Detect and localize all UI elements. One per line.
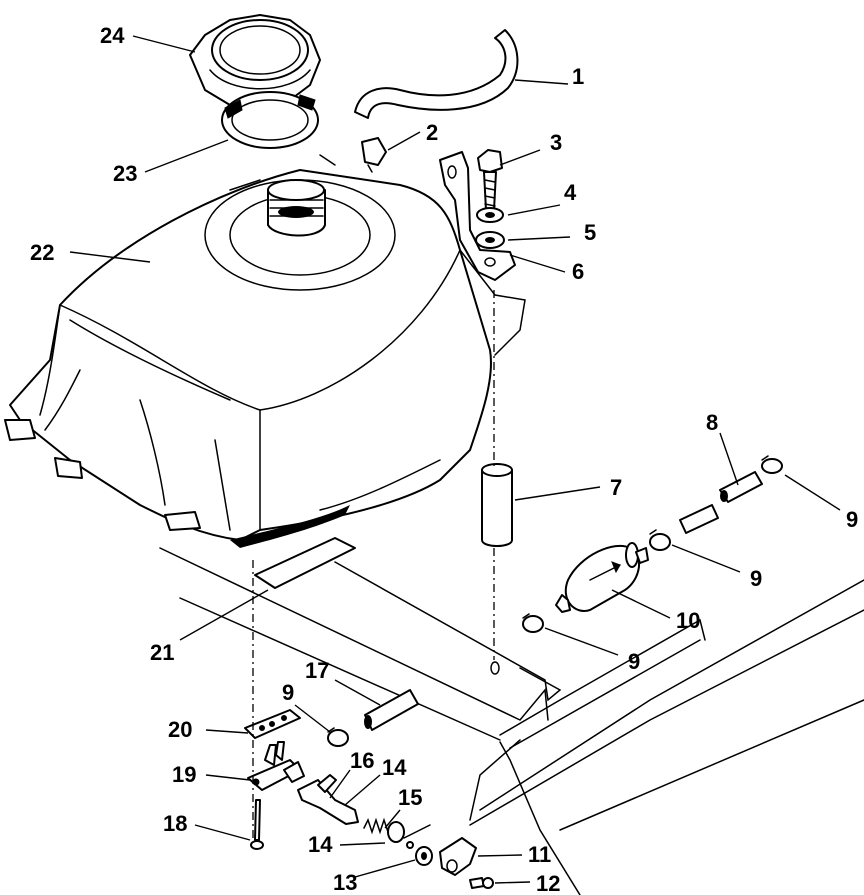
valve-washer (406, 841, 433, 866)
fuel-line-lower (364, 689, 419, 731)
callout-9-valve: 9 (282, 680, 294, 705)
fuel-tank (4, 154, 526, 548)
fuel-line-upper (679, 471, 763, 534)
callout-10: 10 (676, 608, 700, 633)
leader-lines (69, 35, 841, 884)
valve-knob (439, 837, 477, 876)
frame-rail (159, 547, 864, 895)
heat-shield-pad (254, 537, 356, 589)
valve-lever (297, 774, 359, 825)
callout-7: 7 (610, 475, 622, 500)
callout-13: 13 (333, 870, 357, 895)
vent-fitting (361, 137, 387, 173)
callout-11: 11 (528, 842, 551, 867)
callout-12: 12 (536, 871, 560, 895)
callout-24: 24 (100, 23, 125, 48)
callout-23: 23 (113, 161, 137, 186)
valve-spring (363, 817, 389, 835)
callout-8: 8 (706, 410, 718, 435)
lock-washer (476, 207, 504, 223)
cap-gasket (221, 91, 319, 149)
hose-clamp (761, 455, 783, 474)
fuel-filter (555, 542, 649, 613)
callout-18: 18 (163, 811, 187, 836)
hose-clamp (522, 613, 544, 633)
callout-labels: 1 2 3 4 5 6 7 8 9 9 9 9 10 11 12 13 14 1… (30, 23, 858, 895)
callout-20: 20 (168, 717, 192, 742)
callout-16: 16 (350, 748, 374, 773)
callout-1: 1 (572, 64, 584, 89)
spacer (481, 463, 513, 547)
callout-9-lower: 9 (628, 649, 640, 674)
bolt (477, 149, 503, 211)
callout-6: 6 (572, 259, 584, 284)
mount-bracket (439, 151, 516, 281)
callout-15: 15 (398, 785, 422, 810)
fuel-valve-body (247, 741, 305, 791)
screw (250, 799, 264, 850)
callout-9-upper: 9 (846, 507, 858, 532)
callout-17: 17 (305, 658, 329, 683)
valve-seal (387, 821, 431, 843)
callout-14-lower: 14 (308, 832, 333, 857)
callout-21: 21 (150, 640, 174, 665)
callout-5: 5 (584, 220, 596, 245)
callout-14-upper: 14 (382, 755, 407, 780)
callout-4: 4 (564, 180, 577, 205)
knob-screw (469, 877, 494, 889)
hose-clamp (327, 727, 349, 747)
callout-3: 3 (550, 130, 562, 155)
valve-plate (244, 709, 301, 739)
callout-22: 22 (30, 240, 54, 265)
callout-2: 2 (426, 120, 438, 145)
callout-19: 19 (172, 762, 196, 787)
flat-washer (475, 231, 505, 249)
fuel-cap (189, 14, 321, 111)
vent-hose (354, 29, 519, 119)
callout-9-filter: 9 (750, 566, 762, 591)
hose-clamp (649, 529, 671, 551)
